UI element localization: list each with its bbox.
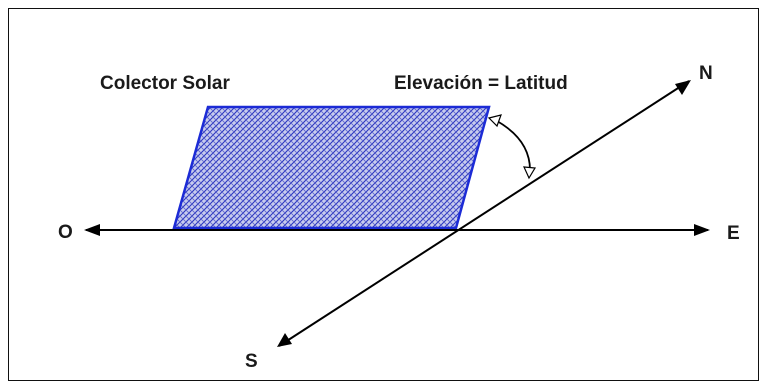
collector-label: Colector Solar — [100, 73, 230, 94]
arc-end-arrowhead — [523, 166, 537, 180]
arc-start-arrowhead — [487, 114, 502, 128]
west-label: O — [58, 222, 73, 243]
east-arrowhead — [694, 224, 710, 236]
north-arrowhead — [675, 80, 691, 95]
elevation-angle-arc — [496, 120, 531, 171]
north-label: N — [699, 63, 713, 84]
south-arrowhead — [277, 333, 292, 347]
elevation-label: Elevación = Latitud — [394, 73, 568, 94]
solar-collector-panel — [172, 105, 491, 230]
north-south-axis — [278, 80, 690, 347]
south-label: S — [245, 351, 258, 372]
east-label: E — [727, 223, 740, 244]
west-arrowhead — [84, 224, 100, 236]
